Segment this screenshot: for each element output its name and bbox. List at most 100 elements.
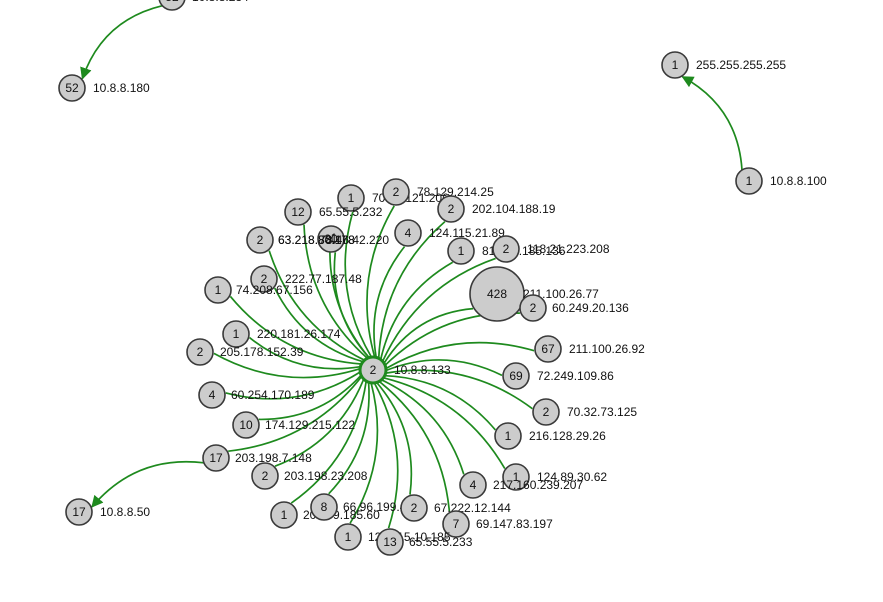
graph-node[interactable]: 428 211.100.26.77 <box>469 266 599 322</box>
node-ip-label: 63.218.80.178 <box>278 233 355 247</box>
node-circle[interactable] <box>232 411 260 439</box>
node-circle[interactable] <box>735 167 763 195</box>
node-ip-label: 66.96.199.47 <box>343 500 413 514</box>
node-ip-label: 216.128.29.26 <box>529 429 606 443</box>
graph-node[interactable]: 7 69.147.83.197 <box>442 510 553 538</box>
node-ip-label: 63.218.80.178 <box>278 233 355 247</box>
node-count: 2 <box>257 233 264 247</box>
node-circle[interactable] <box>222 320 250 348</box>
node-circle[interactable] <box>204 276 232 304</box>
node-count: 2 <box>370 363 377 377</box>
node-count: 2 <box>503 242 510 256</box>
node-circle[interactable] <box>198 381 226 409</box>
node-ip-label: 10.8.8.100 <box>770 174 827 188</box>
node-circle[interactable] <box>442 510 470 538</box>
node-circle[interactable] <box>382 178 410 206</box>
edge-n_hub-a21 <box>258 374 362 421</box>
node-circle[interactable] <box>494 422 522 450</box>
node-circle[interactable] <box>65 498 93 526</box>
graph-node[interactable]: 178.46.42.220 <box>319 231 389 247</box>
node-circle[interactable] <box>270 501 298 529</box>
node-circle[interactable] <box>186 338 214 366</box>
node-count: 428 <box>487 287 507 301</box>
node-circle[interactable] <box>492 235 520 263</box>
node-circle[interactable] <box>310 493 338 521</box>
node-count: 13 <box>383 535 397 549</box>
node-circle[interactable] <box>250 265 278 293</box>
node-circle[interactable] <box>502 362 530 390</box>
node-count: 30 <box>324 232 338 246</box>
node-circle[interactable] <box>394 219 422 247</box>
node-circle[interactable] <box>58 74 86 102</box>
node-circle[interactable] <box>317 225 345 253</box>
node-ip-label: 70.32.73.125 <box>567 405 637 419</box>
node-count: 10 <box>239 418 253 432</box>
node-count: 1 <box>348 191 355 205</box>
node-circle[interactable] <box>459 471 487 499</box>
node-circle[interactable] <box>502 463 530 491</box>
node-circle[interactable] <box>447 237 475 265</box>
node-count: 2 <box>261 272 268 286</box>
edge-n_hub-a29 <box>376 381 413 495</box>
edges-layer <box>80 4 743 529</box>
node-circle[interactable] <box>358 355 388 385</box>
node-circle[interactable] <box>337 184 365 212</box>
node-circle[interactable] <box>532 398 560 426</box>
node-circle[interactable] <box>661 51 689 79</box>
node-circle[interactable] <box>251 462 279 490</box>
node-circle[interactable] <box>246 226 274 254</box>
node-circle[interactable] <box>202 444 230 472</box>
edge-n_hub-a10 <box>381 257 496 362</box>
node-circle[interactable] <box>284 198 312 226</box>
node-ip-label: 69.147.83.197 <box>476 517 553 531</box>
edge-n_hub-a03 <box>377 220 446 359</box>
node-circle[interactable] <box>400 494 428 522</box>
node-count: 7 <box>453 517 460 531</box>
node-circle[interactable] <box>437 195 465 223</box>
node-count: 52 <box>165 0 179 4</box>
node-circle[interactable] <box>519 294 547 322</box>
node-count: 17 <box>72 505 86 519</box>
node-ip-label: 211.100.26.77 <box>523 287 599 301</box>
node-ip-label: 10.8.8.180 <box>93 81 150 95</box>
graph-node[interactable]: 2 63.218.80.178 <box>246 226 355 254</box>
edge-n_hub-a27 <box>290 380 368 504</box>
node-circle[interactable] <box>158 0 186 11</box>
node-circle[interactable] <box>334 523 362 551</box>
node-circle[interactable] <box>469 266 525 322</box>
edge-n_hub-a15 <box>248 336 361 370</box>
node-circle[interactable] <box>376 528 404 556</box>
edge-n_hub-a28 <box>328 382 370 495</box>
node-circle[interactable] <box>534 335 562 363</box>
